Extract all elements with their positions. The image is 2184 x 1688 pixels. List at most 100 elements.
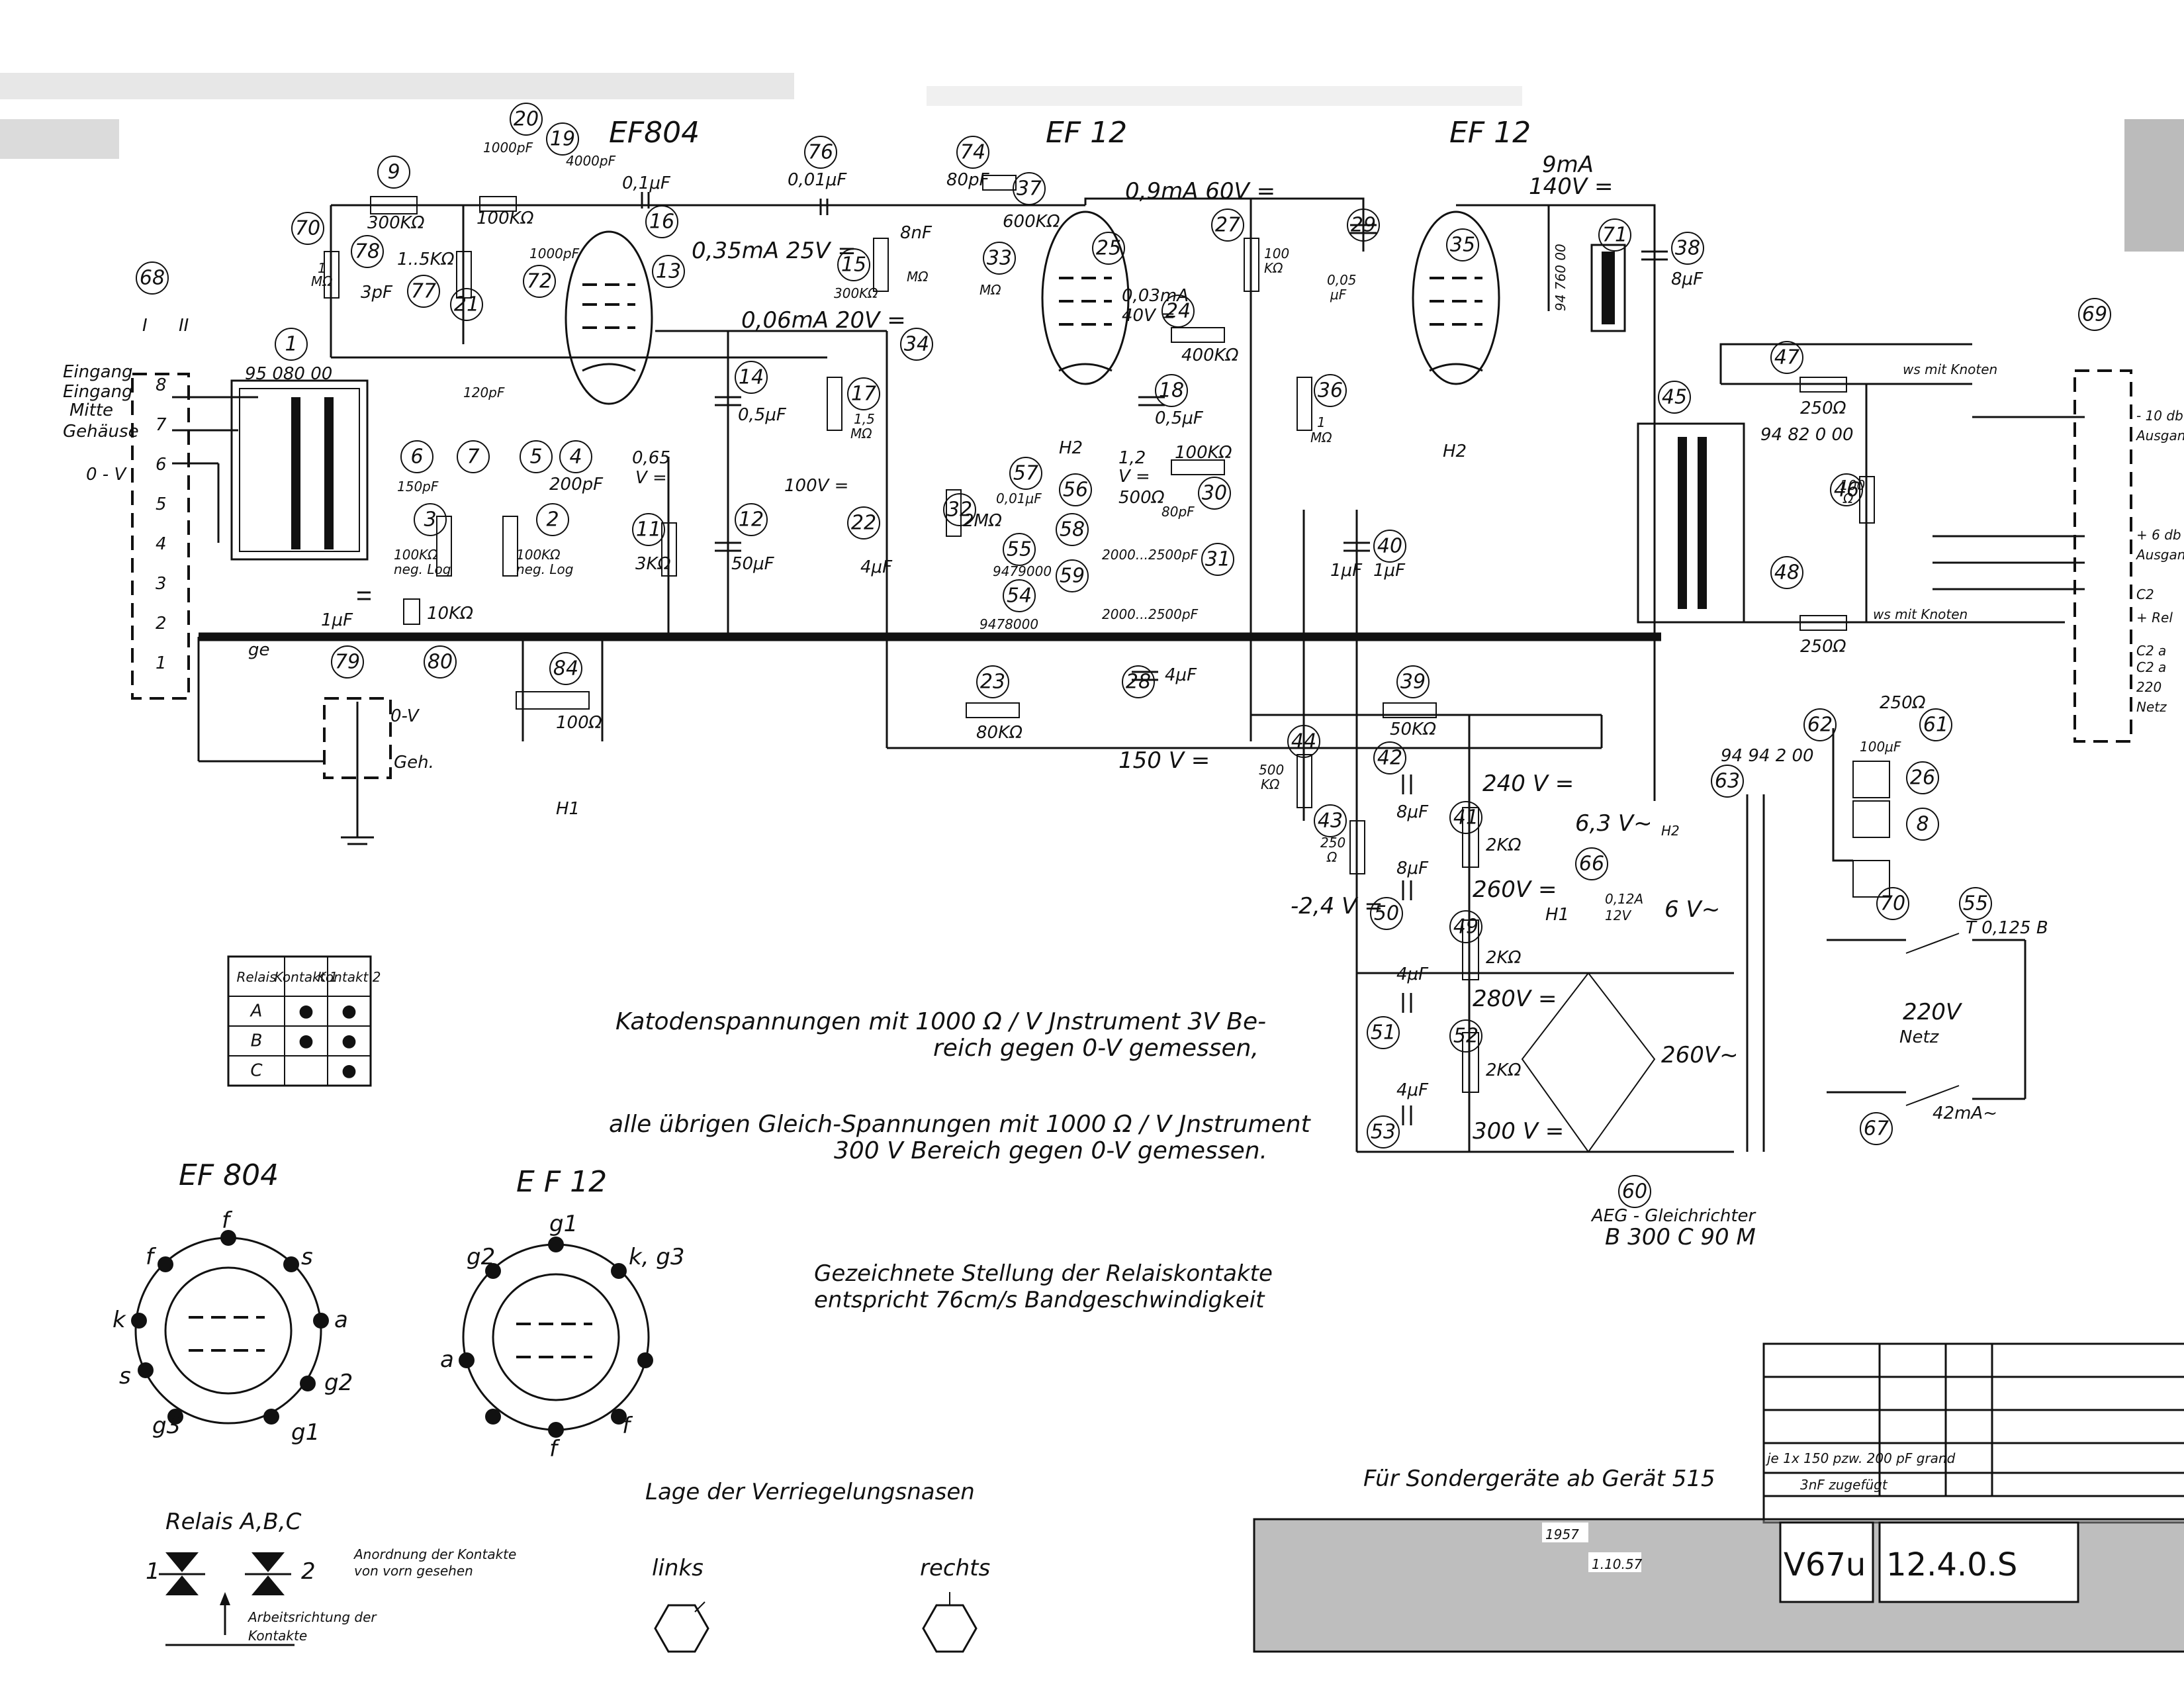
component-bubble-8: [1906, 808, 1939, 841]
label-r44b: KΩ: [1261, 776, 1280, 792]
component-bubble-69: [2078, 298, 2111, 331]
ge-label: ge: [248, 640, 270, 660]
label-v-ef12a: 0,9mA 60V =: [1125, 178, 1275, 205]
component-number-5: 5: [529, 445, 542, 469]
label-r43b: Ω: [1326, 849, 1338, 865]
label-c22: 4μF: [860, 557, 893, 577]
component-number-40: 40: [1377, 535, 1402, 558]
label-v220: 220V: [1903, 999, 1963, 1025]
relay-table-cell: [284, 1055, 328, 1086]
component-number-51: 51: [1371, 1021, 1396, 1045]
component-number-60: 60: [1622, 1180, 1647, 1203]
component-bubble-78: [351, 235, 384, 268]
component-bubble-6: [400, 440, 433, 473]
component-bubble-4: [559, 440, 592, 473]
component-bubble-70: [291, 212, 324, 245]
component-bubble-38: [1671, 232, 1704, 265]
component-number-80: 80: [428, 651, 453, 674]
relay-table-value: ●: [341, 1061, 357, 1081]
label-r9: 300KΩ: [367, 213, 425, 233]
label-v065b: V =: [635, 468, 667, 488]
component-number-71: 71: [1602, 224, 1627, 247]
component-bubble-34: [900, 328, 933, 361]
label-r49: 2KΩ: [1486, 948, 1522, 968]
label-tr54: 9478000: [979, 616, 1038, 632]
ef12-pin-f-right: f: [622, 1413, 633, 1439]
label-c31: 2000...2500pF: [1102, 547, 1199, 563]
note-relay-1: Gezeichnete Stellung der Relaiskontakte: [814, 1260, 1273, 1287]
component-number-29: 29: [1351, 214, 1376, 237]
label-r27b: KΩ: [1264, 260, 1283, 276]
label-r70b: MΩ: [311, 273, 333, 289]
h2-label-b: H2: [1443, 442, 1467, 461]
component-bubble-7: [457, 440, 490, 473]
label-r84: 100Ω: [556, 713, 602, 733]
label-c28: 4μF: [1165, 665, 1197, 685]
component-number-49: 49: [1453, 915, 1479, 939]
component-bubble-55: [1959, 887, 1992, 920]
label-r3b: neg. Log: [394, 561, 451, 577]
label-v280: 280V =: [1473, 986, 1557, 1012]
tr45-label: 94 82 0 00: [1760, 425, 1854, 445]
component-bubble-58: [1056, 513, 1089, 546]
component-number-13: 13: [656, 260, 681, 283]
label-i42: 42mA~: [1933, 1103, 1997, 1123]
title-rev2: 3nF zugefügt: [1800, 1477, 1888, 1493]
component-bubble-45: [1658, 381, 1691, 414]
label-r36b: MΩ: [1310, 430, 1332, 445]
label-r32: 2MΩ: [963, 511, 1002, 531]
component-number-19: 19: [550, 128, 575, 151]
component-bubble-54: [1003, 579, 1036, 612]
label-c4u: 4μF: [1396, 964, 1429, 984]
mains-transformer-63: 94 94 2 00: [1721, 746, 1814, 1152]
relay-table-header: Relais: [237, 969, 277, 985]
h2-label-a: H2: [1059, 438, 1083, 458]
pin-left-5: 5: [156, 494, 167, 514]
pin-left-6: 6: [156, 455, 167, 475]
pin-left-2: 2: [156, 614, 167, 633]
component-bubble-3: [414, 503, 447, 536]
conn-ii-label: II: [179, 316, 189, 336]
label-c18: 0,5μF: [1155, 408, 1204, 428]
component-number-50: 50: [1374, 902, 1399, 925]
out-label-8: C2 a: [2136, 659, 2166, 675]
component-bubble-37: [1013, 172, 1046, 205]
svg-text:2: 2: [301, 1558, 316, 1585]
component-number-15: 15: [841, 254, 866, 277]
relay-table-value: A: [250, 1002, 263, 1021]
component-bubble-28: [1122, 665, 1155, 698]
tr63-label: 94 94 2 00: [1721, 746, 1814, 766]
label-r24: 400KΩ: [1181, 346, 1239, 365]
component-number-67: 67: [1864, 1117, 1889, 1141]
component-number-56: 56: [1063, 479, 1088, 502]
component-number-55: 55: [1007, 538, 1032, 561]
component-number-43: 43: [1318, 810, 1343, 833]
note-dc-2: 300 V Bereich gegen 0-V gemessen.: [834, 1137, 1267, 1164]
component-bubble-80: [424, 645, 457, 679]
component-bubble-46: [1830, 473, 1863, 506]
label-c4: 200pF: [549, 475, 604, 494]
label-c79: 1μF: [321, 610, 353, 630]
component-number-12: 12: [739, 508, 764, 532]
label-h1b: H1: [1545, 905, 1569, 925]
component-bubble-59: [1056, 559, 1089, 592]
pin-left-7: 7: [156, 415, 167, 435]
component-number-66: 66: [1579, 853, 1604, 876]
label-v12b: V =: [1118, 467, 1150, 487]
component-number-79: 79: [335, 651, 360, 674]
label-r41: 2KΩ: [1486, 835, 1522, 855]
label-c40b: 1μF: [1373, 561, 1406, 581]
component-bubble-31: [1201, 543, 1234, 576]
in-label-3: Mitte: [69, 400, 113, 420]
out-label-9: 220: [2136, 679, 2161, 695]
out-label-10: Netz: [2136, 699, 2167, 715]
label-r23: 80KΩ: [976, 723, 1023, 743]
label-c59: 2000...2500pF: [1102, 606, 1199, 622]
ef12-pin-a: a: [440, 1346, 454, 1373]
component-bubble-19: [546, 122, 579, 156]
component-bubble-5: [520, 440, 553, 473]
conn-i-label: I: [142, 316, 148, 336]
component-bubble-25: [1092, 232, 1125, 265]
label-v24b: 40V =: [1122, 306, 1175, 326]
